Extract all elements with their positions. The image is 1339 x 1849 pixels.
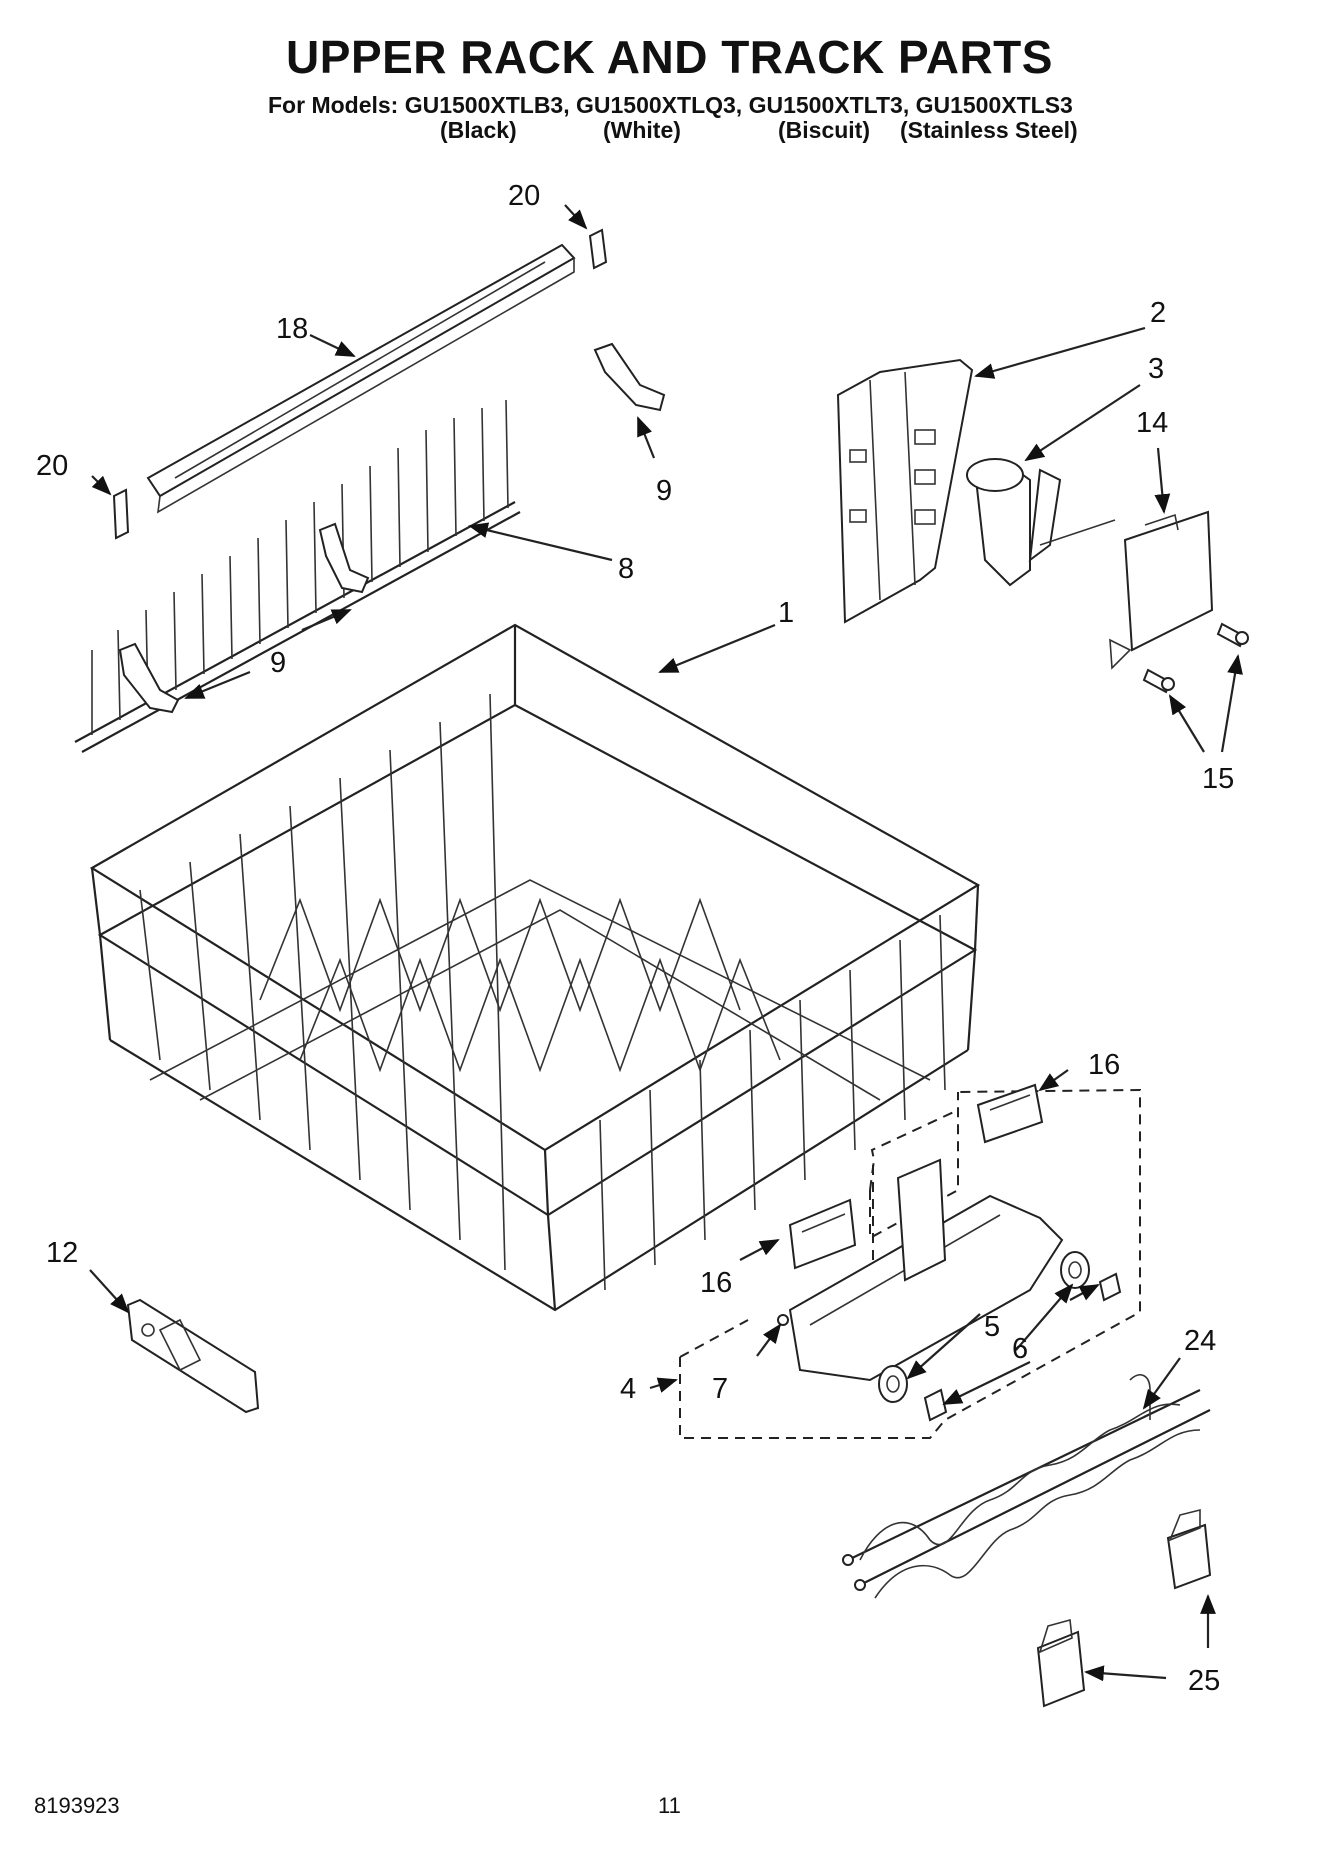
part-8-tine-row: [74, 399, 521, 753]
color-white: (White): [603, 117, 681, 143]
models-line: For Models: GU1500XTLB3, GU1500XTLQ3, GU…: [268, 92, 1073, 118]
callout-14: 14: [1136, 407, 1168, 439]
part-5-wheel-upper: [1060, 1251, 1090, 1289]
callout-18: 18: [276, 313, 308, 345]
part-6-axle-upper: [1098, 1272, 1122, 1302]
callout-8: 8: [618, 553, 634, 585]
callout-15: 15: [1202, 763, 1234, 795]
doc-number: 8193923: [34, 1793, 120, 1818]
part-16-clip-lower: [788, 1198, 857, 1270]
callout-9-left: 9: [270, 647, 286, 679]
callout-16-upper: 16: [1088, 1049, 1120, 1081]
part-6-axle-lower: [923, 1388, 948, 1422]
part-4-group-box: [679, 1088, 1141, 1439]
part-14-cover-plate: [1109, 510, 1214, 670]
callout-2: 2: [1150, 297, 1166, 329]
callout-16-lower: 16: [700, 1267, 732, 1299]
part-15-screws: [1142, 622, 1249, 694]
callout-6: 6: [1012, 1333, 1028, 1365]
callout-25: 25: [1188, 1665, 1220, 1697]
callout-3: 3: [1148, 353, 1164, 385]
part-18-rail: [146, 243, 576, 514]
callout-24: 24: [1184, 1325, 1216, 1357]
part-25-clip-right: [1166, 1508, 1212, 1590]
part-20-clip-top: [588, 228, 608, 270]
color-black: (Black): [440, 117, 517, 143]
callout-20-top: 20: [508, 180, 540, 212]
part-24-wire-element: [842, 1374, 1211, 1599]
part-25-clip-left: [1036, 1618, 1086, 1708]
part-9-clip-top: [593, 342, 666, 412]
page-number: 11: [658, 1793, 681, 1818]
callout-5: 5: [984, 1311, 1000, 1343]
leader-lines: [89, 204, 1243, 1682]
part-7-screw: [777, 1314, 789, 1326]
callout-7: 7: [712, 1373, 728, 1405]
part-5-wheel-lower: [878, 1365, 908, 1403]
part-3-end-cap: [966, 458, 1116, 587]
callout-12: 12: [46, 1237, 78, 1269]
part-1-upper-rack: [89, 623, 981, 1312]
part-20-clip-left: [112, 488, 130, 540]
callout-1: 1: [778, 597, 794, 629]
color-biscuit: (Biscuit): [778, 117, 870, 143]
part-4-track: [788, 1158, 1064, 1382]
callout-4: 4: [620, 1373, 636, 1405]
page-title: UPPER RACK AND TRACK PARTS: [286, 31, 1053, 83]
color-stainless-steel: (Stainless Steel): [900, 117, 1078, 143]
callout-9-top: 9: [656, 475, 672, 507]
part-2-track: [836, 358, 974, 624]
callout-20-left: 20: [36, 450, 68, 482]
part-16-clip-upper: [976, 1083, 1044, 1144]
part-12-bracket: [126, 1298, 260, 1414]
